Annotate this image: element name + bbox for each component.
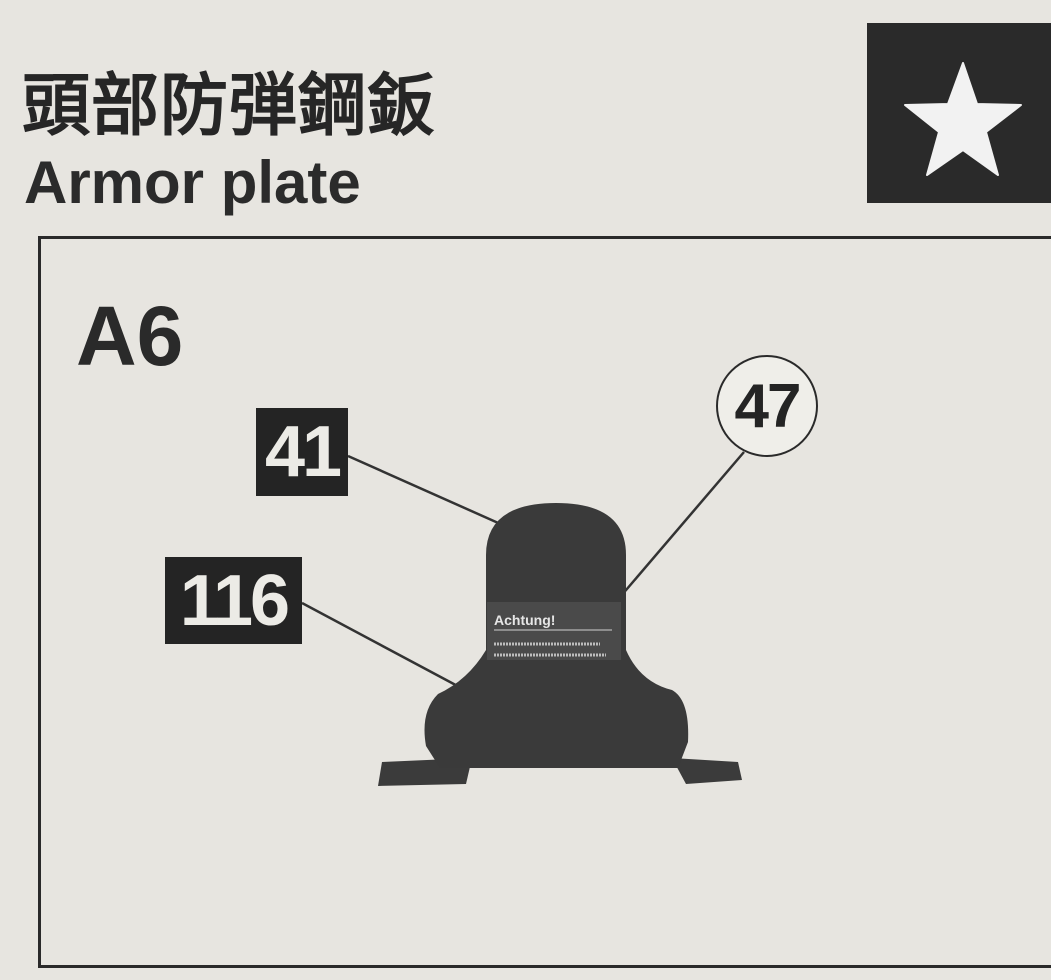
star-icon <box>904 62 1022 176</box>
paint-callout-116: 116 <box>165 557 302 644</box>
leader-line-47 <box>602 451 745 618</box>
decal-panel <box>487 602 621 660</box>
star-badge <box>867 23 1051 203</box>
title-english: Armor plate <box>24 149 361 216</box>
step-label: A6 <box>76 289 184 383</box>
right-foot <box>672 758 742 784</box>
leader-line-41 <box>347 454 506 528</box>
decal-callout-47: 47 <box>716 355 818 457</box>
title-japanese: 頭部防弾鋼鈑 <box>22 67 437 146</box>
decal-title: Achtung! <box>494 612 555 628</box>
paint-callout-41: 41 <box>256 408 348 496</box>
instruction-panel <box>38 236 1051 968</box>
